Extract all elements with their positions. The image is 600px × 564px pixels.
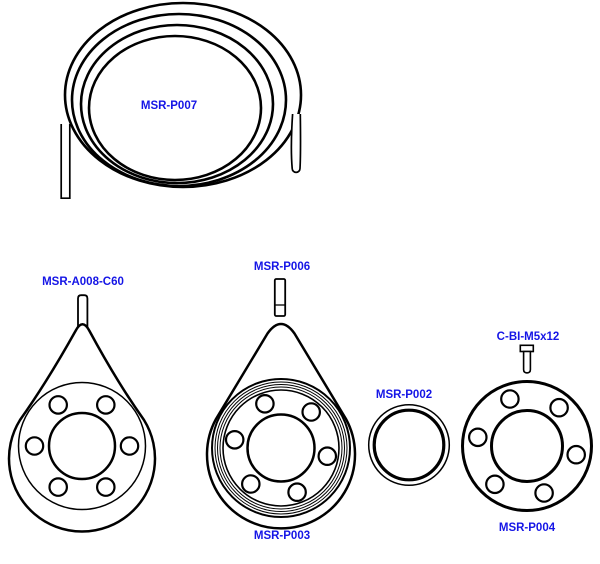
flange-plate-drawing (461, 380, 593, 512)
teardrop-body (7, 323, 157, 533)
o-ring-drawing (367, 403, 451, 487)
stem (77, 294, 89, 332)
part-label-msr-a008-c60: MSR-A008-C60 (42, 275, 124, 288)
part-label-msr-p002: MSR-P002 (375, 388, 433, 401)
part-label-msr-p007: MSR-P007 (140, 99, 198, 112)
tube-end-right (290, 113, 302, 174)
part-label-msr-p006: MSR-P006 (253, 260, 311, 273)
cylinder-pin-drawing (273, 278, 287, 317)
teardrop-body (205, 322, 357, 530)
bolt-drawing (519, 344, 535, 374)
part-label-c-bi-m5x12: C-BI-M5x12 (496, 330, 560, 343)
part-label-msr-p004: MSR-P004 (498, 521, 556, 534)
tube-end-left (60, 124, 71, 200)
coiled-tube-drawing (60, 1, 303, 200)
flange-coil-drawing (205, 322, 357, 530)
part-label-msr-p003: MSR-P003 (253, 529, 311, 542)
flange-assembly-drawing (7, 294, 157, 533)
